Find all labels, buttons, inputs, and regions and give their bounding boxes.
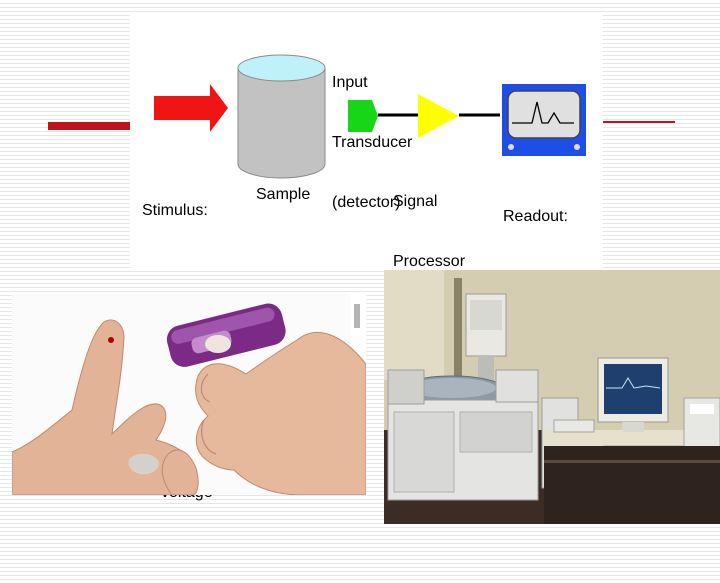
lab-instrument-illustration — [384, 270, 720, 524]
detector-icon — [348, 100, 378, 132]
processor-line: Signal — [393, 193, 438, 210]
stimulus-title: Stimulus: — [142, 202, 208, 219]
transducer-line: (detector) — [332, 194, 401, 211]
processor-line: Processor — [393, 253, 466, 270]
amplifier-icon — [418, 94, 459, 138]
sample-label: Sample — [256, 186, 311, 203]
readout-title: Readout: — [503, 208, 568, 225]
instrument-block-diagram: Input Transducer (detector) Stimulus: li… — [130, 14, 603, 501]
accent-line-right — [603, 121, 675, 123]
sample-cylinder-icon — [237, 54, 326, 179]
glucose-meter-photo — [12, 294, 366, 495]
readout-monitor-icon — [502, 84, 586, 156]
transducer-line: Transducer — [332, 134, 413, 151]
glucose-meter-illustration — [12, 294, 366, 495]
diagram-graphics — [154, 54, 586, 179]
transducer-label: Input Transducer (detector) — [332, 33, 412, 253]
transducer-line: Input — [332, 74, 368, 91]
accent-line-left — [48, 122, 130, 130]
stimulus-arrow-icon — [154, 84, 228, 132]
lab-instrument-photo — [384, 270, 720, 524]
